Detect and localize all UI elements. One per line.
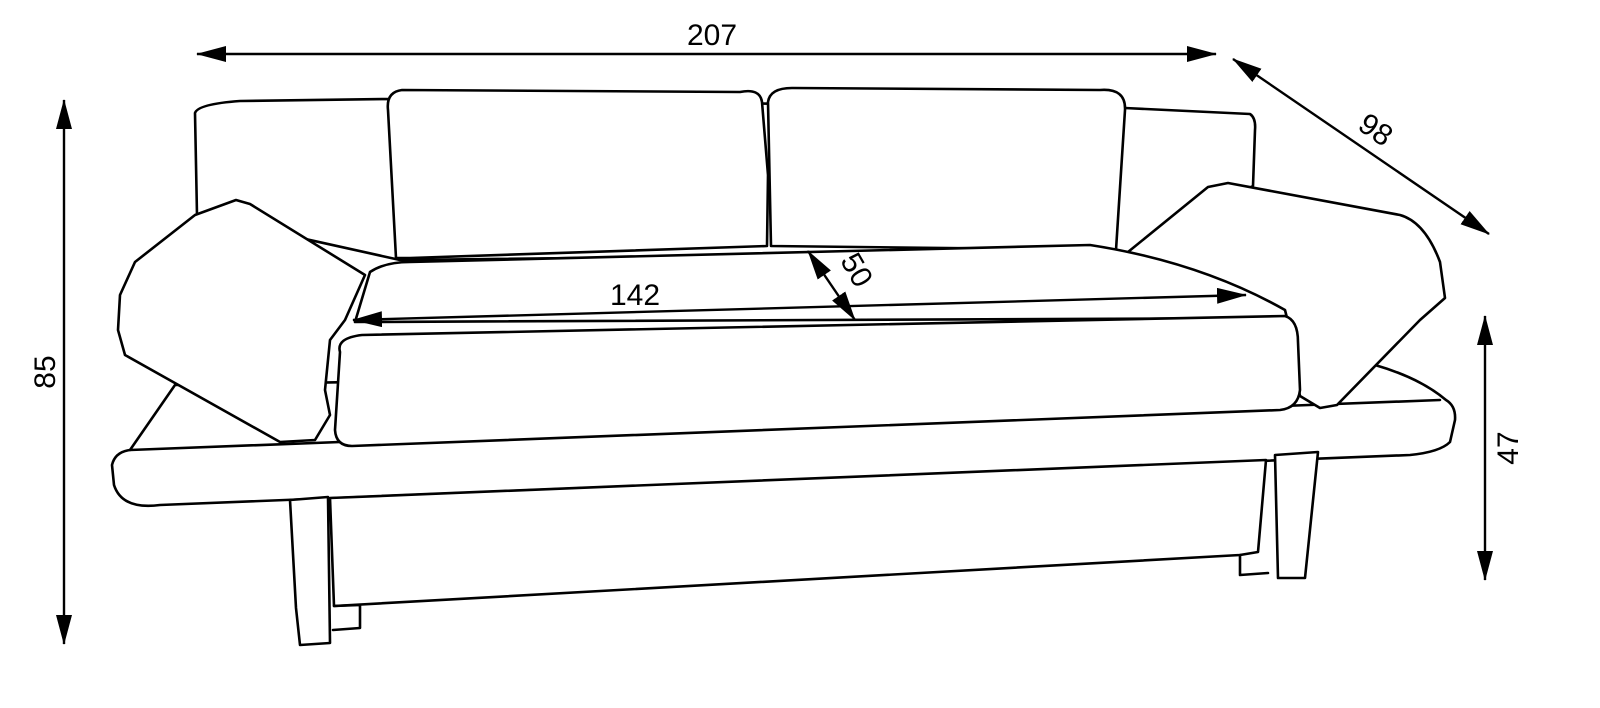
back-cushion-right xyxy=(766,86,1127,252)
back-cushion-left xyxy=(386,88,770,260)
height-label: 85 xyxy=(29,355,62,388)
left-armrest-cushion xyxy=(116,198,367,444)
right-leg xyxy=(1273,450,1320,580)
sofa-outline xyxy=(110,86,1457,647)
drawer xyxy=(328,458,1268,608)
seat-width-label: 142 xyxy=(610,279,660,312)
seat-width-arrow xyxy=(352,287,1247,328)
seat-height-label: 47 xyxy=(1492,431,1525,464)
width-label: 207 xyxy=(687,19,737,52)
seat-front-cushion xyxy=(333,314,1302,448)
seat-depth-arrow xyxy=(807,250,856,321)
depth-arrow xyxy=(1232,58,1490,235)
left-leg xyxy=(288,495,332,647)
